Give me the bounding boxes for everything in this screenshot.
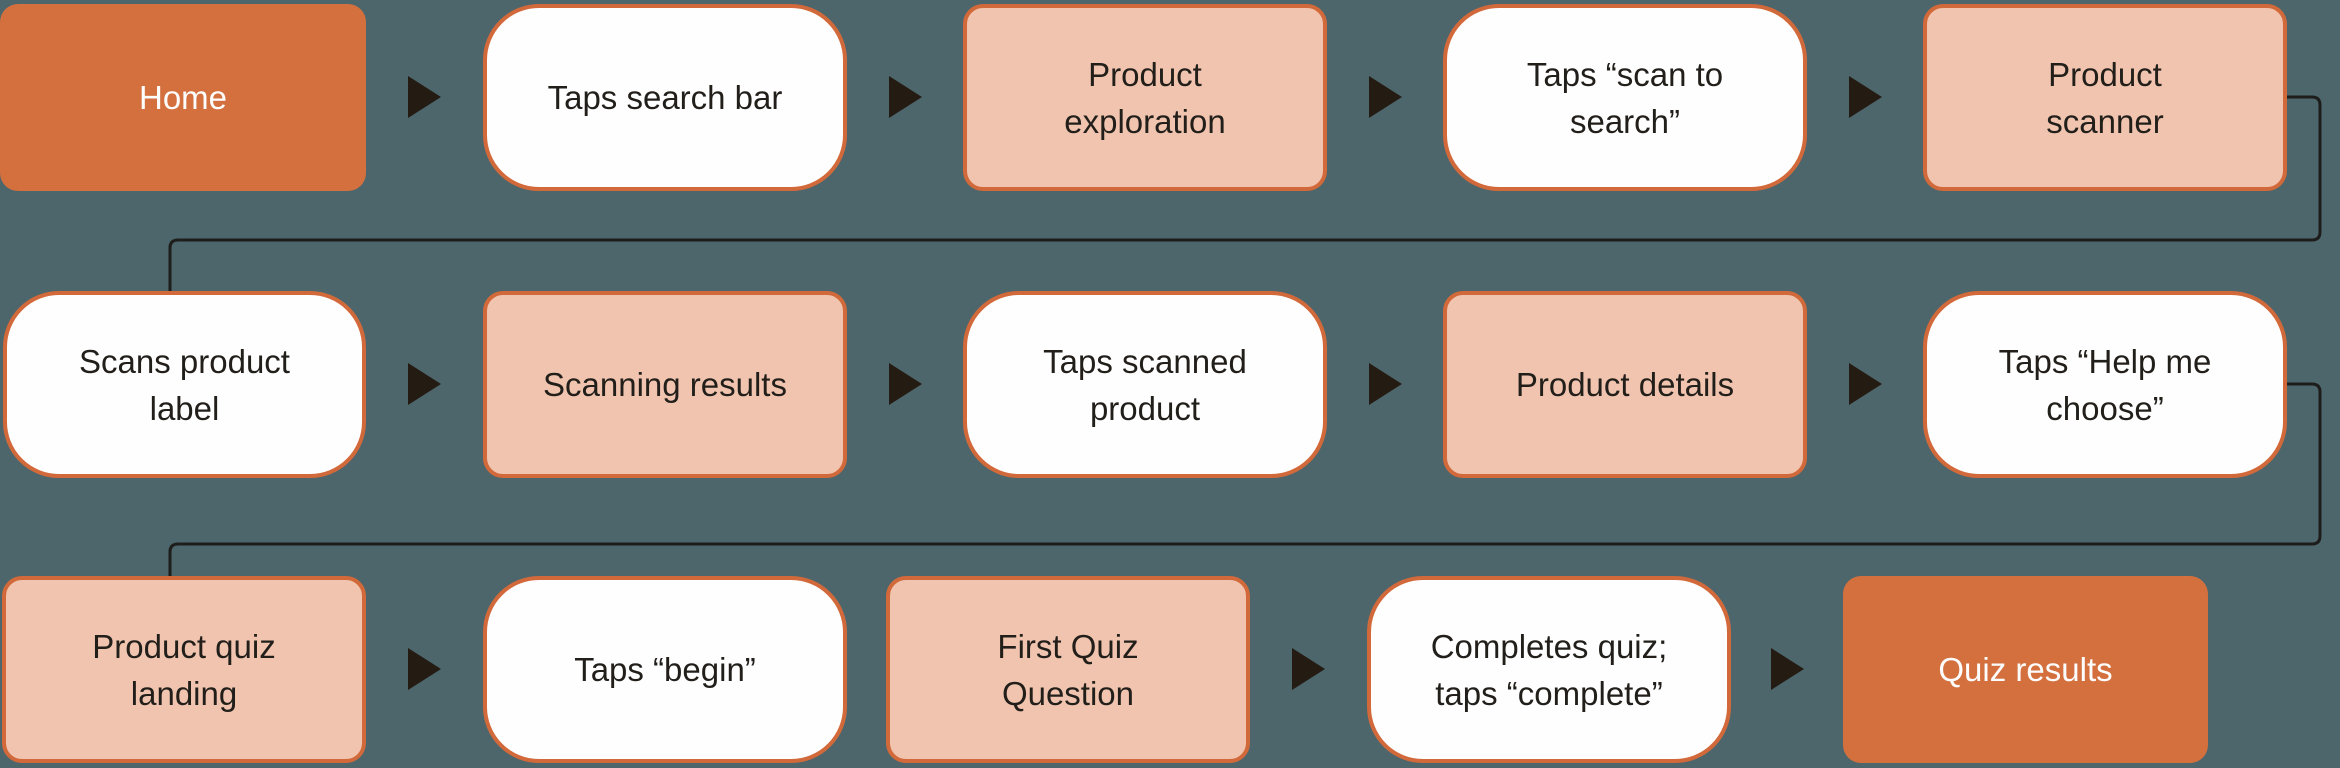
arrow-right-icon xyxy=(408,648,441,690)
node-label: Quiz results xyxy=(1938,651,2113,688)
node-label: Product details xyxy=(1515,366,1735,403)
node-product-details[interactable]: Product details xyxy=(1443,291,1807,478)
node-taps-search-bar[interactable]: Taps search bar xyxy=(483,4,847,191)
node-label: First Quiz Question xyxy=(997,627,1139,712)
arrow-right-icon xyxy=(889,363,922,405)
node-label: Product scanner xyxy=(2046,55,2164,140)
arrow-right-icon xyxy=(1369,363,1402,405)
arrow-right-icon xyxy=(1292,648,1325,690)
node-first-quiz-question[interactable]: First Quiz Question xyxy=(886,576,1250,763)
node-taps-help-me-choose[interactable]: Taps “Help me choose” xyxy=(1923,291,2287,478)
node-product-exploration[interactable]: Product exploration xyxy=(963,4,1327,191)
node-label: Completes quiz; taps “complete” xyxy=(1430,627,1668,712)
arrow-right-icon xyxy=(1771,648,1804,690)
node-product-scanner[interactable]: Product scanner xyxy=(1923,4,2287,191)
arrow-right-icon xyxy=(889,76,922,118)
node-product-quiz-landing[interactable]: Product quiz landing xyxy=(2,576,366,763)
node-scans-product-label[interactable]: Scans product label xyxy=(3,291,366,478)
node-label: Scans product label xyxy=(79,342,290,427)
node-quiz-results[interactable]: Quiz results xyxy=(1843,576,2208,763)
arrow-right-icon xyxy=(408,76,441,118)
node-label: Product quiz landing xyxy=(92,627,276,712)
node-label: Taps “Help me choose” xyxy=(1998,342,2212,427)
arrow-right-icon xyxy=(1849,363,1882,405)
arrow-right-icon xyxy=(1849,76,1882,118)
node-scanning-results[interactable]: Scanning results xyxy=(483,291,847,478)
node-label: Taps “scan to search” xyxy=(1526,55,1724,140)
node-label: Taps “begin” xyxy=(574,651,756,688)
node-label: Scanning results xyxy=(543,366,787,403)
arrow-right-icon xyxy=(1369,76,1402,118)
node-home[interactable]: Home xyxy=(0,4,366,191)
node-label: Product exploration xyxy=(1064,55,1226,140)
node-label: Taps search bar xyxy=(547,79,783,116)
arrow-right-icon xyxy=(408,363,441,405)
node-taps-begin[interactable]: Taps “begin” xyxy=(483,576,847,763)
node-label: Home xyxy=(138,79,228,116)
node-completes-quiz[interactable]: Completes quiz; taps “complete” xyxy=(1367,576,1731,763)
node-taps-scanned-product[interactable]: Taps scanned product xyxy=(963,291,1327,478)
node-label: Taps scanned product xyxy=(1043,342,1247,427)
node-taps-scan-to-search[interactable]: Taps “scan to search” xyxy=(1443,4,1807,191)
